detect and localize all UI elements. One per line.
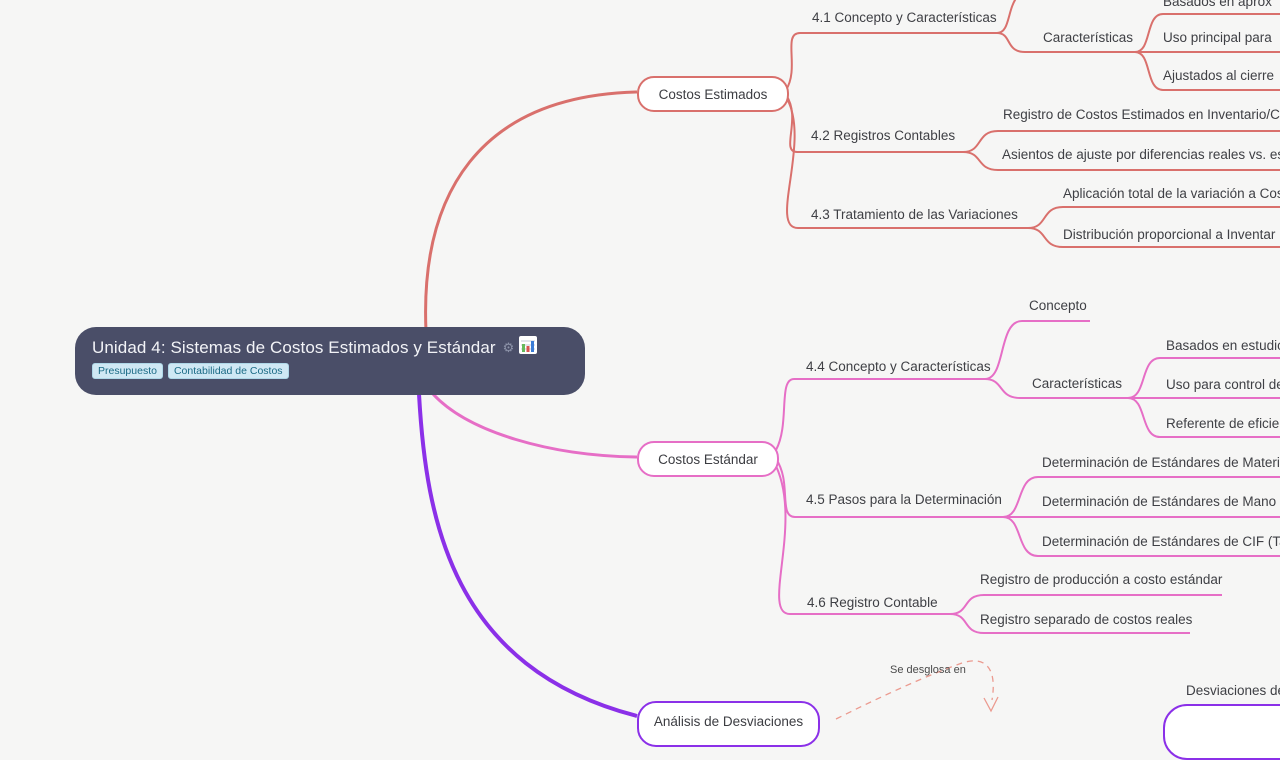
topic-4-2[interactable]: 4.2 Registros Contables <box>811 128 956 143</box>
leaf-referente-eficiencia[interactable]: Referente de eficien <box>1166 416 1280 431</box>
topic-4-3[interactable]: 4.3 Tratamiento de las Variaciones <box>811 207 1018 222</box>
leaf-estandares-cif[interactable]: Determinación de Estándares de CIF (Ta <box>1042 534 1280 549</box>
topic-desviaciones-de[interactable]: Desviaciones de <box>1186 683 1280 698</box>
topic-4-6[interactable]: 4.6 Registro Contable <box>807 595 938 610</box>
tag-presupuesto[interactable]: Presupuesto <box>92 363 163 379</box>
leaf-uso-control[interactable]: Uso para control de <box>1166 377 1280 392</box>
topic-4-4-caracteristicas[interactable]: Características <box>1032 376 1123 391</box>
leaf-asientos-ajuste[interactable]: Asientos de ajuste por diferencias reale… <box>1002 147 1280 162</box>
mindmap-canvas: { "root": { "title": "Unidad 4: Sistemas… <box>75 0 1280 760</box>
node-desviaciones-detail[interactable] <box>1163 704 1280 760</box>
topic-4-4[interactable]: 4.4 Concepto y Características <box>806 359 991 374</box>
root-topic-tags: Presupuesto Contabilidad de Costos <box>92 363 571 379</box>
node-costos-estandar[interactable]: Costos Estándar <box>637 441 779 477</box>
relation-arrow <box>835 660 999 720</box>
leaf-estandares-mano[interactable]: Determinación de Estándares de Mano d <box>1042 494 1280 509</box>
leaf-basados-aprox[interactable]: Basados en aprox <box>1163 0 1272 9</box>
leaf-registro-costos-estimados[interactable]: Registro de Costos Estimados en Inventar… <box>1003 107 1280 122</box>
topic-4-5[interactable]: 4.5 Pasos para la Determinación <box>806 492 1002 507</box>
chart-icon[interactable] <box>519 336 538 359</box>
tag-contabilidad[interactable]: Contabilidad de Costos <box>167 363 289 379</box>
gear-icon[interactable]: ⚙ <box>502 340 515 355</box>
leaf-ajustados-cierre[interactable]: Ajustados al cierre <box>1163 68 1275 83</box>
root-topic[interactable]: Unidad 4: Sistemas de Costos Estimados y… <box>75 327 585 395</box>
leaf-estandares-materia[interactable]: Determinación de Estándares de Materia <box>1042 455 1280 470</box>
topic-4-1-caracteristicas[interactable]: Características <box>1043 30 1134 45</box>
branch-connectors <box>417 0 1280 720</box>
topic-4-1[interactable]: 4.1 Concepto y Características <box>812 10 997 25</box>
leaf-basados-estudio[interactable]: Basados en estudio <box>1166 338 1280 353</box>
topic-4-4-concepto[interactable]: Concepto <box>1029 298 1087 313</box>
leaf-distribucion-proporcional[interactable]: Distribución proporcional a Inventar <box>1063 227 1276 242</box>
relation-label[interactable]: Se desglosa en <box>890 664 966 676</box>
leaf-registro-separado[interactable]: Registro separado de costos reales <box>980 612 1193 627</box>
root-topic-title: Unidad 4: Sistemas de Costos Estimados y… <box>92 337 496 357</box>
leaf-aplicacion-total[interactable]: Aplicación total de la variación a Cos <box>1063 186 1280 201</box>
leaf-uso-principal[interactable]: Uso principal para <box>1163 30 1272 45</box>
node-costos-estimados[interactable]: Costos Estimados <box>637 76 789 112</box>
leaf-registro-produccion[interactable]: Registro de producción a costo estándar <box>980 572 1223 587</box>
node-analisis-desviaciones[interactable]: Análisis de Desviaciones <box>637 701 820 747</box>
